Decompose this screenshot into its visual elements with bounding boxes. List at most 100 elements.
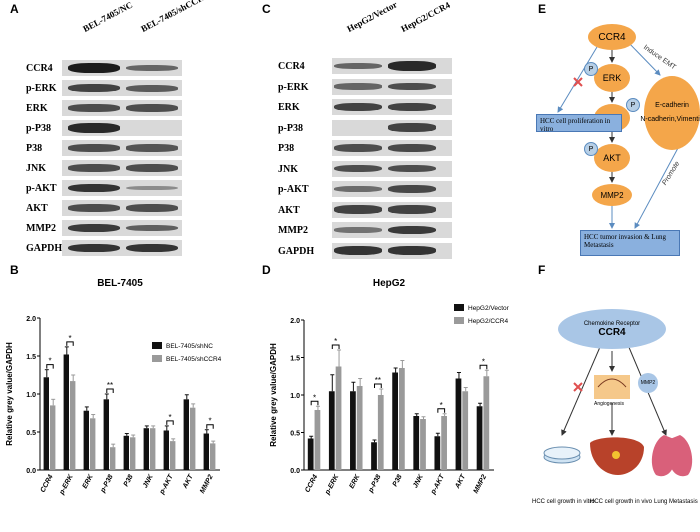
bar [210, 443, 216, 470]
bar [476, 406, 483, 470]
blot-band [68, 63, 120, 73]
receptor-label: Chemokine Receptor [583, 320, 641, 327]
legend-label: BEL-7405/shNC [166, 343, 213, 350]
blot-row-label: AKT [278, 204, 300, 216]
lung-icon [651, 435, 693, 477]
bar [123, 435, 129, 470]
blot-band [334, 102, 382, 112]
bar [163, 430, 169, 470]
inhibit-cross-icon [573, 382, 583, 392]
significance-mark: * [334, 337, 337, 346]
n-cadherin-label: N-cadherin,Vimentin [640, 116, 700, 123]
caption-lung: Lung Metastasis [654, 499, 698, 505]
e-cadherin-label: E-cadherin [655, 102, 689, 109]
x-tick-label: AKT [454, 473, 468, 491]
blot-band [334, 62, 382, 70]
significance-mark: ** [375, 376, 381, 385]
bar [203, 433, 209, 470]
blot-row-label: CCR4 [26, 63, 53, 74]
blot-band [68, 223, 120, 233]
significance-bracket [374, 383, 382, 388]
x-tick-label: p-ERK [324, 473, 341, 497]
bar [377, 395, 384, 470]
chart-title: BEL-7405 [97, 278, 143, 289]
blot-band [334, 205, 382, 214]
bar [399, 368, 405, 470]
legend-swatch [454, 317, 464, 324]
pathway-arrows [557, 39, 679, 229]
panel-letter-d: D [262, 263, 271, 277]
chart-title: HepG2 [373, 278, 406, 289]
significance-mark: * [168, 413, 171, 422]
significance-bracket [46, 364, 54, 369]
blot-band [388, 123, 436, 132]
lane-header: HepG2/Vector [345, 0, 399, 34]
x-tick-label: ERK [348, 473, 362, 490]
significance-bracket [331, 344, 340, 349]
panel-letter-b: B [10, 263, 19, 277]
bar [103, 399, 109, 470]
blot-row-label: p-ERK [278, 81, 309, 93]
panel-letter-f: F [538, 263, 546, 277]
legend-swatch [152, 355, 162, 362]
blot-row-label: MMP2 [278, 225, 308, 236]
panel-letter-e: E [538, 2, 547, 16]
bar [441, 416, 447, 470]
x-tick-label: ERK [82, 473, 96, 490]
blot-row-label: AKT [26, 203, 48, 214]
x-tick-label: CCR4 [304, 474, 319, 494]
blot-membrane [62, 200, 182, 216]
lane-header: BEL-7405/shCCR4 [139, 0, 210, 34]
legend-swatch [152, 342, 162, 349]
bar [83, 410, 89, 470]
blot-membrane [62, 140, 182, 156]
x-tick-label: p-AKT [429, 473, 446, 496]
blot-band [68, 243, 120, 253]
y-axis-label: Relative grey value/GAPDH [5, 342, 14, 446]
invasion-box: HCC tumor invasion & Lung Metastasis [580, 230, 680, 256]
blot-row-label: P38 [278, 143, 295, 154]
blot-membrane [62, 100, 182, 116]
legend-label: HepG2/CCR4 [468, 318, 508, 325]
blot-row-label: JNK [278, 163, 298, 175]
bar [143, 428, 149, 470]
x-tick-label: MMP2 [199, 474, 215, 495]
bar [356, 386, 363, 470]
caption-in-vitro: HCC cell growth in vitro [532, 499, 595, 505]
blot-band [388, 246, 436, 255]
blot-row-label: MMP2 [26, 223, 56, 234]
legend-swatch [454, 304, 464, 311]
blot-row-label: P38 [26, 143, 43, 154]
blot-row-label: p-P38 [26, 123, 51, 134]
phospho-badge-p38: P [626, 98, 640, 112]
significance-bracket [106, 388, 114, 393]
bar [413, 416, 420, 470]
bar [43, 377, 49, 470]
lane-header: BEL-7405/NC [81, 0, 135, 35]
blot-band [126, 185, 178, 191]
blot-band [388, 102, 436, 112]
liver-icon [590, 437, 644, 475]
bar [392, 372, 398, 470]
blot-row-label: GAPDH [26, 243, 63, 254]
x-tick-label: p-P38 [367, 474, 383, 495]
y-axis-label: Relative grey value/GAPDH [269, 343, 278, 447]
x-tick-label: p-AKT [158, 473, 175, 496]
erk-node: ERK [594, 64, 630, 92]
bar [335, 366, 342, 470]
blot-row-label: p-ERK [26, 83, 57, 94]
bar [420, 419, 426, 470]
bar [63, 354, 69, 470]
significance-bracket [479, 364, 488, 370]
bar [50, 405, 56, 470]
caption-in-vivo: HCC cell growth in vivo [590, 499, 653, 505]
akt-node: AKT [594, 144, 630, 172]
bar [314, 410, 321, 470]
y-tick-label: 0.0 [290, 468, 300, 475]
bar [434, 436, 441, 470]
blot-band [68, 164, 120, 172]
significance-bracket [206, 424, 214, 429]
ccr4-label-f: CCR4 [598, 326, 626, 338]
